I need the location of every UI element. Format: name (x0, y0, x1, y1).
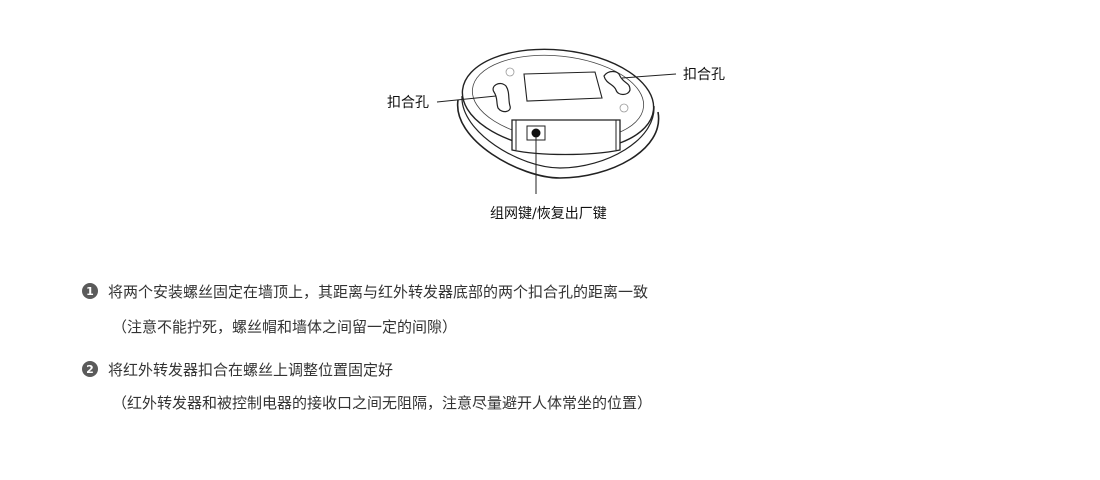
device-label-window (523, 71, 603, 102)
device-base-outer-ring (457, 99, 660, 179)
step-note: （注意不能拧死，螺丝帽和墙体之间留一定的间隙） (112, 318, 458, 336)
step-1: 1 将两个安装螺丝固定在墙顶上，其距离与红外转发器底部的两个扣合孔的距离一致 (82, 280, 648, 302)
keyhole-label-right: 扣合孔 (683, 67, 725, 83)
keyhole-label-left: 扣合孔 (387, 95, 429, 111)
step-text: 将两个安装螺丝固定在墙顶上，其距离与红外转发器底部的两个扣合孔的距离一致 (108, 282, 649, 301)
step-note: （红外转发器和被控制电器的接收口之间无阻隔，注意尽量避开人体常坐的位置） (112, 394, 653, 412)
device-diagram: 扣合孔 扣合孔 组网键/恢复出厂键 (387, 48, 725, 222)
step-number-badge: 1 (82, 283, 98, 299)
keyhole-left (492, 82, 511, 113)
reset-button (531, 128, 541, 138)
ir-transmitter-illustration (436, 48, 677, 194)
step-number-badge: 2 (82, 361, 98, 377)
step-text: 将红外转发器扣合在螺丝上调整位置固定好 (108, 360, 394, 379)
screw-bump-top (505, 67, 515, 77)
device-base-body (461, 95, 655, 169)
reset-button-label: 组网键/恢复出厂键 (490, 206, 607, 222)
screw-bump-right (619, 103, 629, 113)
step-2: 2 将红外转发器扣合在螺丝上调整位置固定好 (82, 358, 393, 380)
leader-left (436, 95, 497, 103)
keyhole-right (603, 70, 631, 96)
leader-right (621, 73, 677, 79)
